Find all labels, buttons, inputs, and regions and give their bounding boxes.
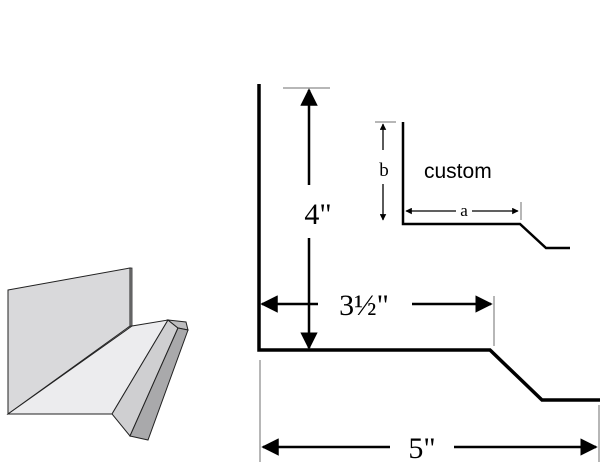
height-label: 4": [304, 198, 331, 231]
flashing-drip-edge: [129, 327, 189, 441]
custom-profile-inset: b a custom: [375, 121, 570, 250]
height-dimension: 4": [300, 88, 332, 350]
width-label: 5": [408, 432, 435, 465]
custom-a-label: a: [460, 201, 468, 220]
depth-dimension: 3½": [260, 289, 493, 322]
flashing-3d-illustration: [6, 267, 189, 441]
flashing-wall-edge: [129, 267, 133, 327]
custom-label: custom: [424, 160, 492, 183]
main-profile: [257, 84, 600, 402]
profile-outline: [257, 84, 600, 402]
custom-profile-outline: [401, 122, 570, 250]
depth-label: 3½": [339, 289, 389, 322]
custom-b-label: b: [379, 160, 389, 181]
extension-lines: [259, 87, 600, 462]
width-dimension: 5": [261, 432, 598, 465]
